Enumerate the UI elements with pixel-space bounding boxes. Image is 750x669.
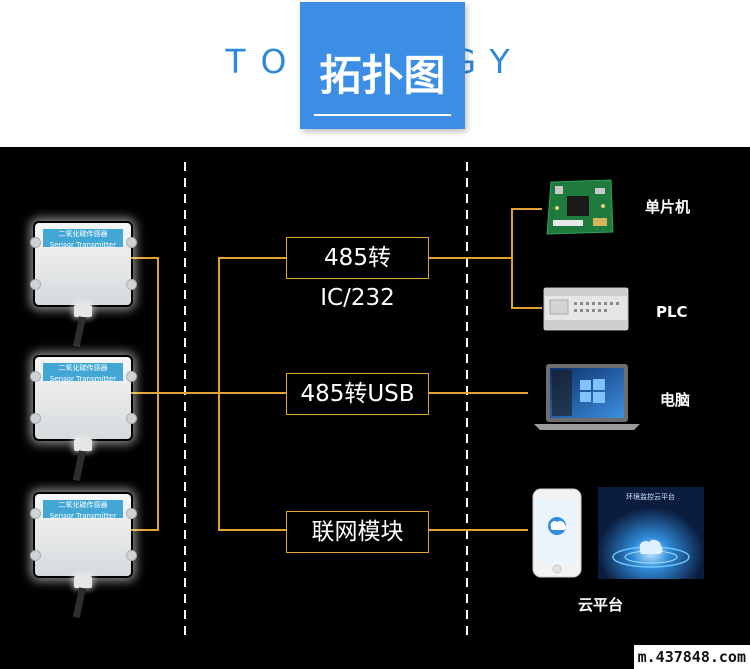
plc-label: PLC bbox=[656, 303, 688, 321]
converter-rs232-box: 485转IC/232 bbox=[286, 237, 429, 311]
mount-ear bbox=[126, 371, 137, 382]
cloud-platform-label: 云平台 bbox=[578, 596, 624, 614]
laptop-icon bbox=[534, 364, 640, 430]
cable-gland bbox=[74, 576, 92, 588]
phone-icon bbox=[532, 488, 582, 578]
header: TOPOLOGY 拓扑图 bbox=[0, 0, 750, 147]
watermark: m.437848.com bbox=[633, 645, 750, 669]
chinese-title: 拓扑图 bbox=[319, 51, 446, 100]
mount-ear bbox=[30, 508, 41, 519]
mount-ear bbox=[126, 279, 137, 290]
mount-ear bbox=[30, 371, 41, 382]
mount-ear bbox=[30, 279, 41, 290]
cable-gland bbox=[74, 439, 92, 451]
mount-ear bbox=[126, 237, 137, 248]
mount-ear bbox=[126, 550, 137, 561]
plc-icon bbox=[543, 287, 629, 331]
cable-gland bbox=[74, 305, 92, 317]
converter-usb-box: 485转USB bbox=[286, 373, 429, 415]
cloud-platform-screen-icon bbox=[598, 487, 704, 579]
title-underline bbox=[314, 114, 451, 116]
mount-ear bbox=[30, 237, 41, 248]
title-box: 拓扑图 bbox=[300, 2, 465, 129]
mount-ear bbox=[126, 413, 137, 424]
cloud-screen-title: 环境监控云平台 bbox=[626, 493, 675, 501]
pc-label: 电脑 bbox=[660, 391, 691, 409]
mount-ear bbox=[30, 550, 41, 561]
mcu-label: 单片机 bbox=[645, 198, 691, 216]
mount-ear bbox=[30, 413, 41, 424]
network-module-box: 联网模块 bbox=[286, 511, 429, 553]
mcu-plc-split-wire bbox=[511, 208, 542, 309]
mount-ear bbox=[126, 508, 137, 519]
mcu-board-icon bbox=[546, 179, 614, 235]
converter-branch-wire bbox=[218, 257, 286, 531]
